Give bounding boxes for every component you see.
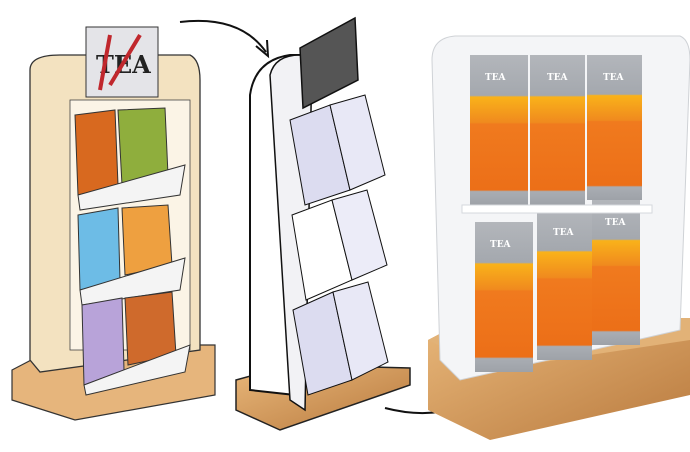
tea-box: TEA (470, 55, 528, 205)
tea-box: TEA (530, 55, 585, 205)
tea-boxes: TEA TEA TEA TEA TEA TEA (470, 55, 642, 372)
3d-model-display (235, 16, 411, 431)
sketch-logo-sign: TEA (85, 26, 159, 98)
svg-text:TEA: TEA (553, 228, 575, 238)
model-pockets (289, 94, 389, 396)
arrowhead-icon (255, 39, 270, 59)
rendered-display: TEA TEA TEA TEA TEA TEA (428, 35, 690, 440)
render-shelf (461, 204, 653, 214)
sketch-display: TEA (11, 26, 216, 421)
svg-text:TEA: TEA (547, 73, 569, 83)
svg-text:TEA: TEA (490, 240, 512, 250)
tea-box: TEA (537, 210, 592, 360)
tea-box: TEA (475, 222, 533, 372)
tea-box: TEA (587, 55, 642, 200)
svg-text:TEA: TEA (603, 73, 625, 83)
tea-box: TEA (592, 200, 640, 345)
svg-text:TEA: TEA (485, 73, 507, 83)
sketch-pockets (74, 107, 191, 396)
model-sign-panel (299, 16, 359, 110)
svg-text:TEA: TEA (605, 218, 627, 228)
arrow-sketch-to-model (179, 19, 267, 53)
